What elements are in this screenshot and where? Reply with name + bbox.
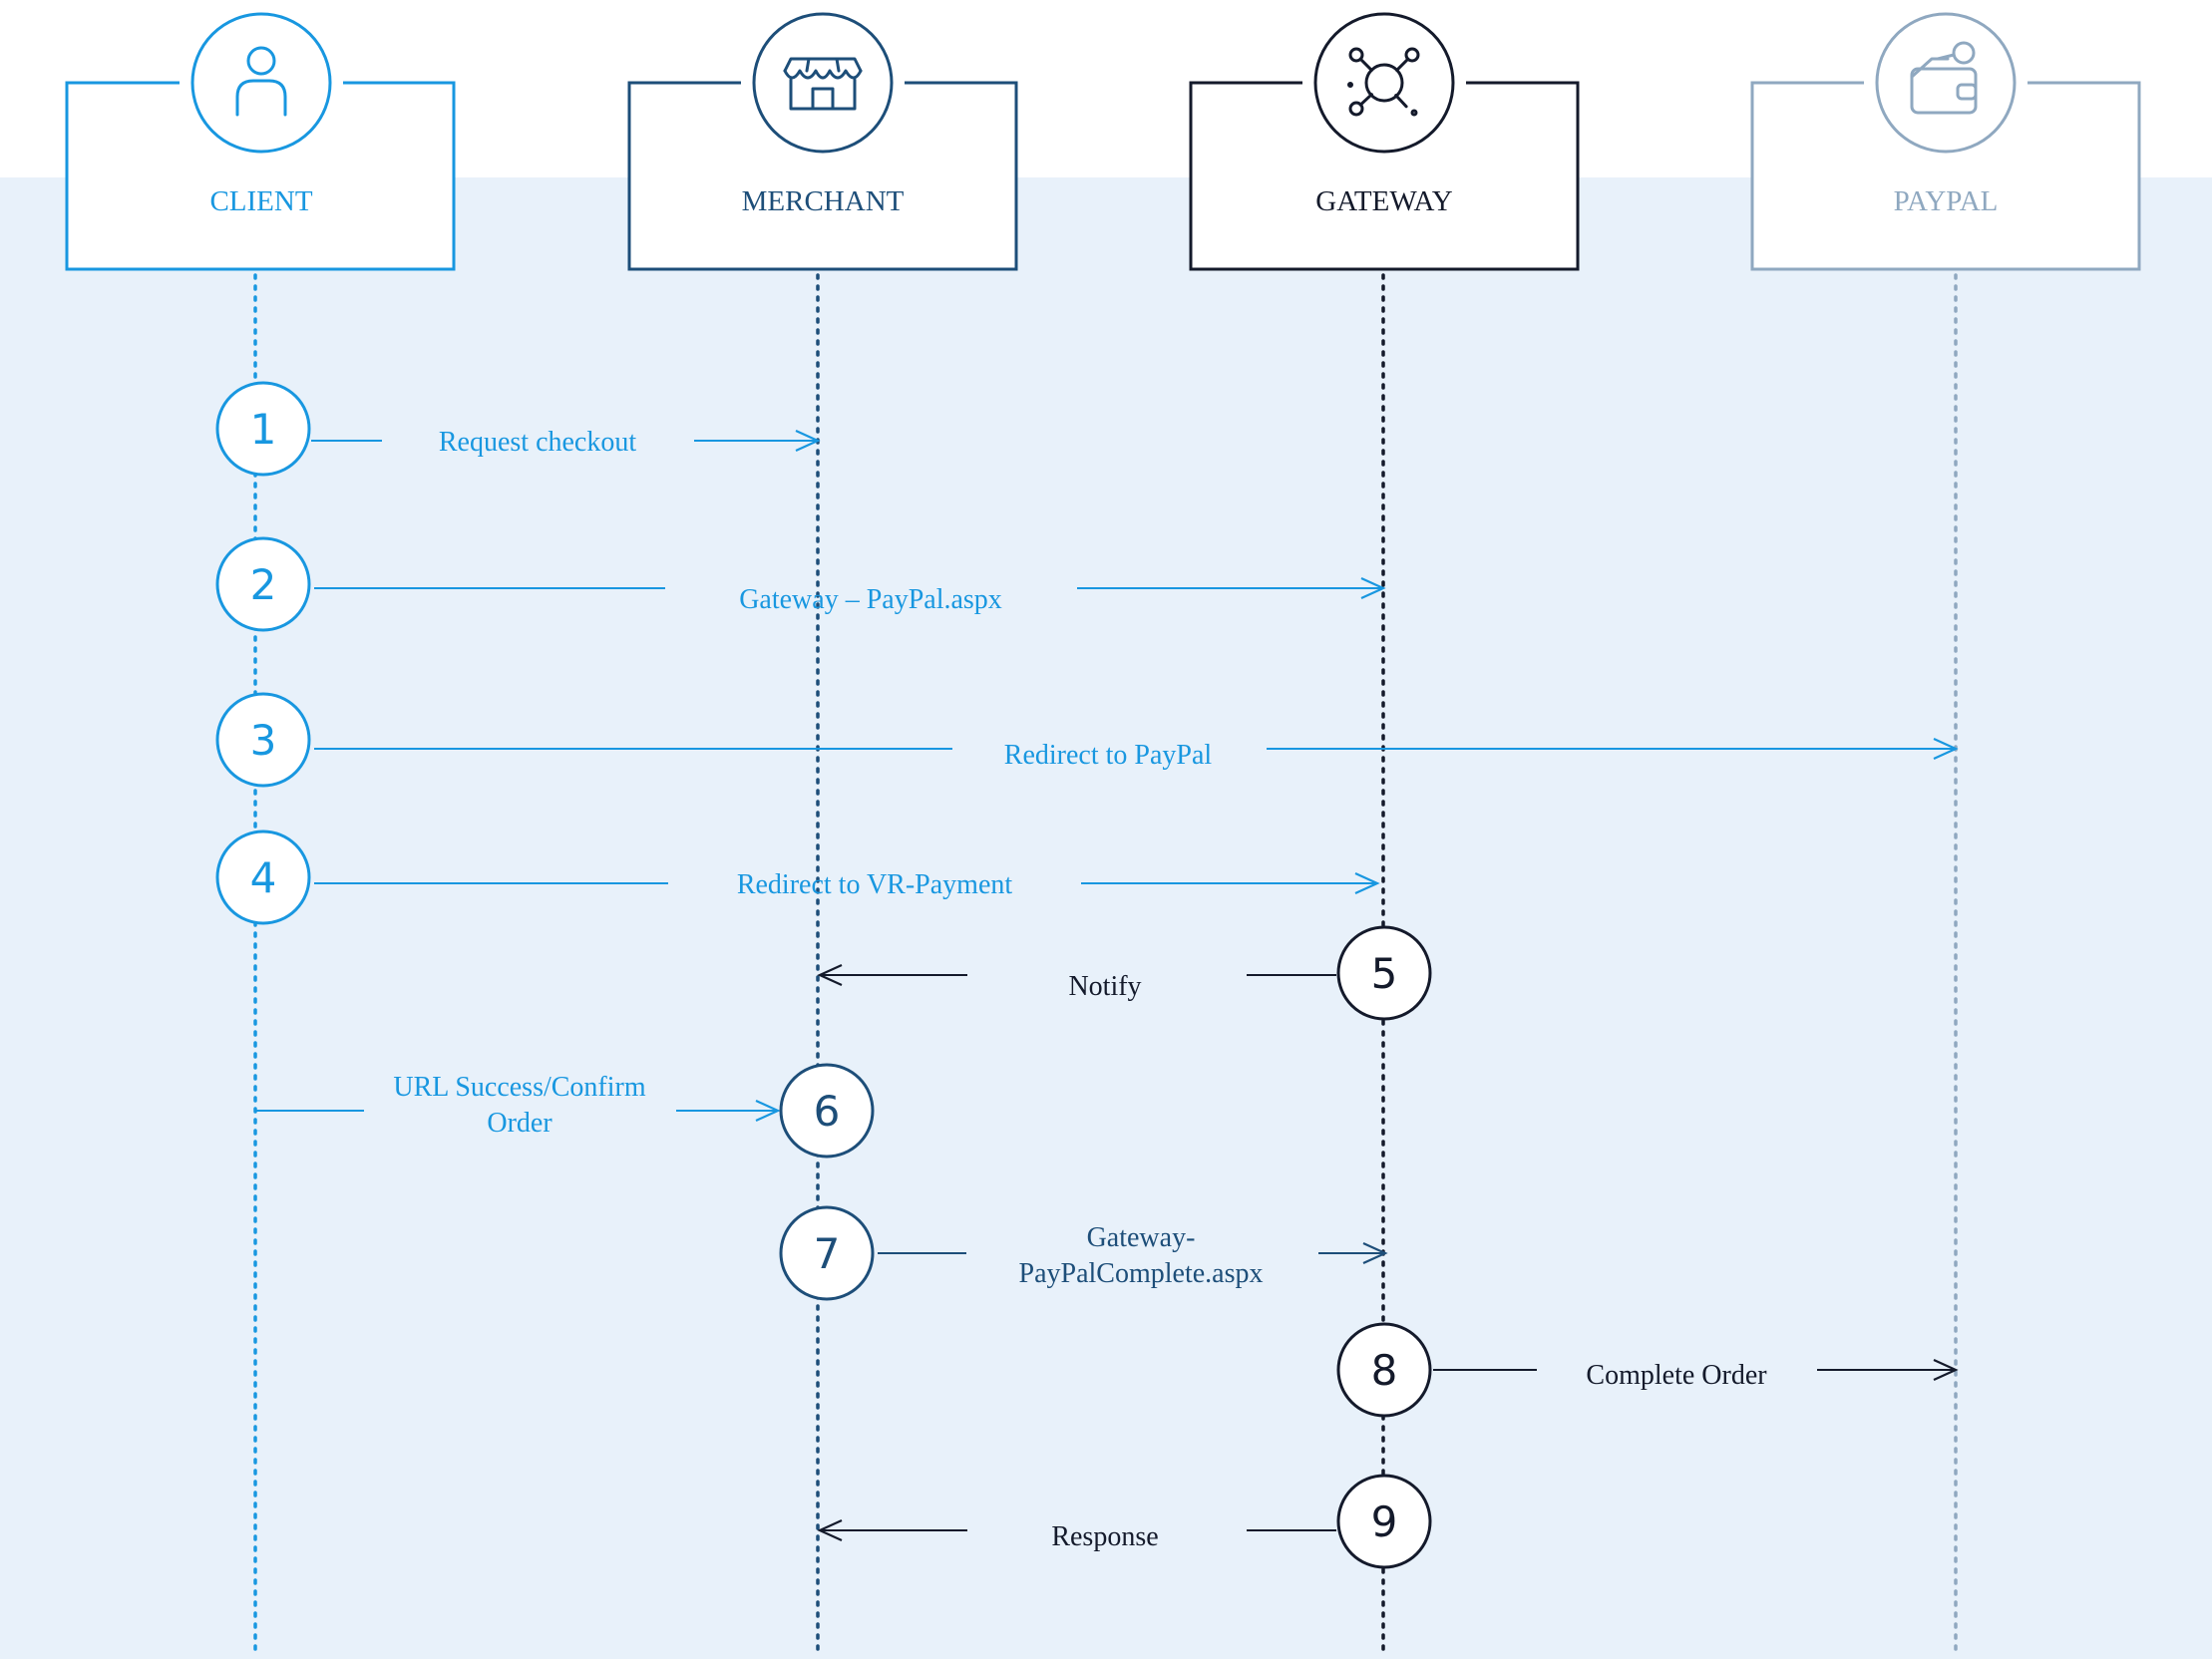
step-number: 8 [1371, 1346, 1398, 1395]
step-number: 3 [250, 716, 277, 765]
message-step-4: Redirect to VR-Payment 4 [215, 830, 1380, 925]
step-badge [1336, 1474, 1432, 1569]
message-step-8: Complete Order 8 [1336, 1322, 1959, 1418]
background-band [0, 177, 2212, 1659]
step-number: 1 [250, 405, 277, 454]
actor-gateway: GATEWAY [1189, 12, 1580, 271]
wallet-icon [1910, 41, 1978, 115]
step-number: 2 [250, 560, 277, 609]
store-icon [783, 57, 863, 111]
actor-paypal: PAYPAL [1750, 12, 2141, 271]
step-badge [779, 1063, 875, 1159]
step-number: 9 [1371, 1497, 1398, 1546]
arrowhead-icon [1933, 737, 1959, 761]
message-step-1: Request checkout 1 [215, 381, 821, 477]
step-badge [779, 1205, 875, 1301]
actor-merchant: MERCHANT [627, 12, 1018, 271]
message-label: Order [487, 1108, 553, 1139]
step-number: 4 [250, 853, 277, 902]
message-step-9: Response 9 [817, 1474, 1432, 1569]
actor-icon-circle [752, 12, 894, 154]
lifelines [253, 273, 1958, 1657]
actor-label: PAYPAL [1894, 185, 1999, 217]
actor-box [65, 81, 456, 271]
actor-label: CLIENT [209, 185, 312, 217]
message-step-2: Gateway – PayPal.aspx 2 [215, 536, 1386, 632]
actor-label: GATEWAY [1315, 185, 1453, 217]
actors: CLIENT MERCHANT GATEWAY PAYPAL [65, 12, 2141, 271]
user-icon [235, 46, 287, 117]
message-label: Notify [1068, 971, 1141, 1002]
arrowhead-icon [1362, 1241, 1388, 1265]
step-badge [215, 536, 311, 632]
message-label: URL Success/Confirm [393, 1072, 645, 1103]
step-number: 6 [814, 1087, 841, 1136]
arrowhead-icon [755, 1099, 781, 1123]
message-label: Response [1051, 1521, 1158, 1552]
actor-icon-circle [1313, 12, 1455, 154]
message-label: Redirect to PayPal [1004, 740, 1213, 771]
actor-client: CLIENT [65, 12, 456, 271]
message-label: Redirect to VR-Payment [737, 869, 1013, 900]
message-step-5: Notify 5 [817, 925, 1432, 1021]
arrowhead-icon [1354, 871, 1380, 895]
message-label: Complete Order [1586, 1360, 1767, 1391]
actor-label: MERCHANT [742, 185, 905, 217]
message-label: Gateway- [1087, 1222, 1196, 1253]
actor-icon-circle [1875, 12, 2017, 154]
step-badge [215, 692, 311, 788]
arrowhead-icon [795, 429, 821, 453]
step-badge [215, 381, 311, 477]
step-badge [215, 830, 311, 925]
message-label: PayPalComplete.aspx [1019, 1258, 1264, 1289]
message-label: Request checkout [439, 427, 636, 458]
network-icon [1347, 47, 1420, 117]
arrowhead-icon [817, 1518, 843, 1542]
arrowhead-icon [817, 963, 843, 987]
step-number: 7 [814, 1229, 841, 1278]
step-number: 5 [1371, 949, 1398, 998]
arrowhead-icon [1933, 1358, 1959, 1382]
arrowhead-icon [1360, 576, 1386, 600]
step-badge [1336, 925, 1432, 1021]
step-badge [1336, 1322, 1432, 1418]
message-label: Gateway – PayPal.aspx [739, 584, 1002, 615]
actor-box [1189, 81, 1580, 271]
actor-icon-circle [190, 12, 332, 154]
message-step-3: Redirect to PayPal 3 [215, 692, 1959, 788]
message-step-7: Gateway- PayPalComplete.aspx 7 [779, 1205, 1388, 1301]
actor-box [1750, 81, 2141, 271]
actor-box [627, 81, 1018, 271]
